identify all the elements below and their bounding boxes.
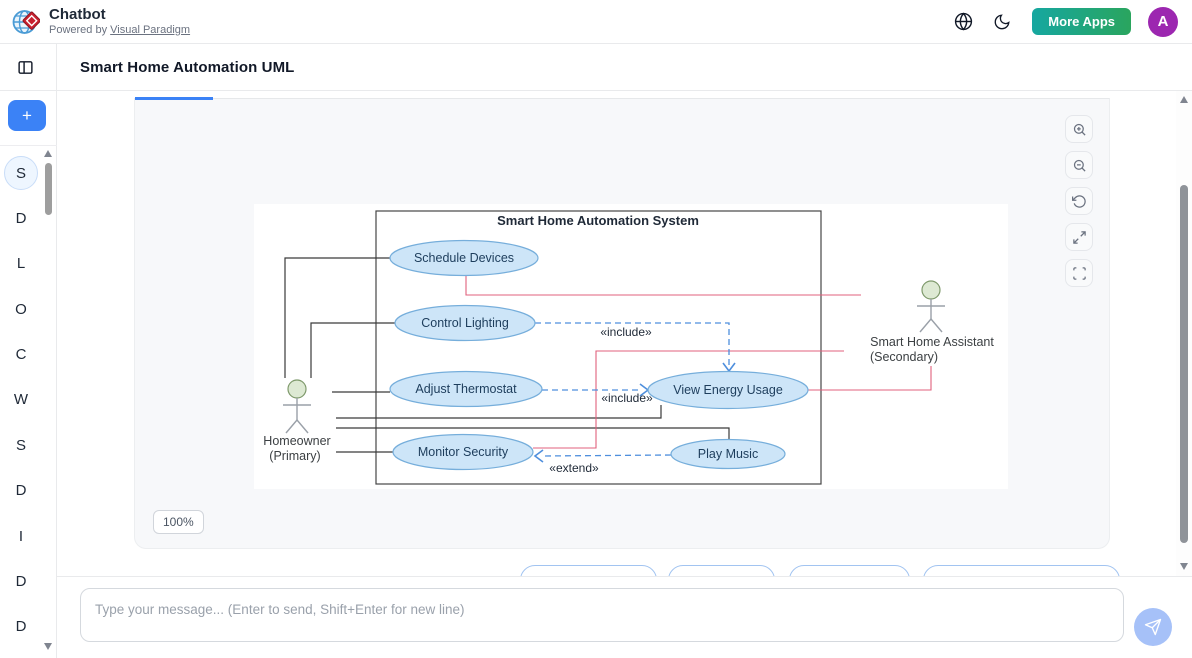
rotate-ccw-icon xyxy=(1071,194,1086,208)
page-title: Smart Home Automation UML xyxy=(80,58,295,76)
sidebar-item-8[interactable]: I xyxy=(18,527,24,545)
zoom-out-icon xyxy=(1073,159,1086,172)
sidebar-item-4[interactable]: C xyxy=(15,346,27,364)
zoom-in-icon xyxy=(1073,123,1086,136)
use-case-monitor-security: Monitor Security xyxy=(418,445,509,459)
more-apps-button[interactable]: More Apps xyxy=(1032,8,1131,35)
scroll-down-arrow[interactable] xyxy=(1179,563,1188,570)
visual-paradigm-link[interactable]: Visual Paradigm xyxy=(110,23,191,36)
use-case-schedule-devices: Schedule Devices xyxy=(414,251,514,265)
sidebar-divider xyxy=(0,145,57,146)
associations xyxy=(284,257,730,453)
app-title: Chatbot xyxy=(49,5,106,23)
sidebar-item-5[interactable]: W xyxy=(13,391,29,409)
globe-icon xyxy=(954,12,972,31)
actor-homeowner: Homeowner (Primary) xyxy=(263,379,331,463)
fullscreen-icon xyxy=(1072,266,1086,280)
actor-assistant-role: (Secondary) xyxy=(870,350,938,364)
canvas-controls xyxy=(1065,115,1093,287)
sidebar-item-7[interactable]: D xyxy=(15,482,27,500)
uml-diagram-canvas[interactable]: Smart Home Automation System xyxy=(254,204,1008,489)
zoom-out-button[interactable] xyxy=(1065,151,1093,179)
scroll-up-arrow[interactable] xyxy=(1179,96,1188,103)
use-case-view-energy-usage: View Energy Usage xyxy=(673,383,783,397)
sidebar-item-0[interactable]: S xyxy=(4,156,38,190)
dark-mode-button[interactable] xyxy=(991,11,1013,33)
dependency-links xyxy=(535,322,730,457)
sidebar: + S D L O C W S D I D D xyxy=(0,44,57,658)
send-button[interactable] xyxy=(1134,608,1172,646)
expand-button[interactable] xyxy=(1065,223,1093,251)
use-case-play-music: Play Music xyxy=(698,447,758,461)
use-case-control-lighting: Control Lighting xyxy=(421,316,509,330)
suggestion-chip-1[interactable] xyxy=(520,565,657,576)
sidebar-item-9[interactable]: D xyxy=(15,573,27,591)
plus-icon: + xyxy=(22,106,32,125)
sidebar-item-6[interactable]: S xyxy=(15,436,26,454)
include-label-1: «include» xyxy=(600,325,652,339)
toolbar: Smart Home Automation UML xyxy=(57,44,1192,91)
brand-block: Chatbot Powered by Visual Paradigm xyxy=(49,7,190,36)
zoom-in-button[interactable] xyxy=(1065,115,1093,143)
actor-homeowner-role: (Primary) xyxy=(269,449,320,463)
active-tab-indicator xyxy=(135,97,213,100)
actor-relations-red xyxy=(465,275,932,449)
use-case-diagram: Smart Home Automation System xyxy=(263,210,994,485)
sidebar-item-2[interactable]: L xyxy=(16,255,26,273)
panel-toggle-icon xyxy=(17,60,33,74)
new-chat-button[interactable]: + xyxy=(8,100,46,131)
paper-plane-icon xyxy=(1144,618,1162,636)
sidebar-head xyxy=(0,44,56,91)
expand-arrows-icon xyxy=(1072,230,1086,244)
page-scrollbar-thumb[interactable] xyxy=(1180,185,1188,543)
use-case-adjust-thermostat: Adjust Thermostat xyxy=(415,382,517,396)
sidebar-scroll-down-arrow[interactable] xyxy=(44,643,52,650)
fullscreen-button[interactable] xyxy=(1065,259,1093,287)
avatar[interactable]: A xyxy=(1148,6,1178,37)
sidebar-scroll-up-arrow[interactable] xyxy=(44,150,52,157)
sidebar-item-10[interactable]: D xyxy=(15,618,27,636)
powered-by: Powered by Visual Paradigm xyxy=(49,23,191,36)
sidebar-item-3[interactable]: O xyxy=(15,300,27,318)
chat-list: S D L O C W S D I D D xyxy=(4,156,38,644)
reset-view-button[interactable] xyxy=(1065,187,1093,215)
suggestion-chip-4[interactable] xyxy=(923,565,1120,576)
system-title: Smart Home Automation System xyxy=(497,213,699,228)
sidebar-item-1[interactable]: D xyxy=(15,209,27,227)
actor-smart-home-assistant: Smart Home Assistant (Secondary) xyxy=(870,280,994,364)
actor-homeowner-name: Homeowner xyxy=(263,434,330,448)
toggle-sidebar-button[interactable] xyxy=(15,57,35,77)
language-button[interactable] xyxy=(952,11,974,33)
zoom-level-badge: 100% xyxy=(153,510,204,534)
use-cases: Schedule Devices Control Lighting Adjust… xyxy=(389,239,809,471)
chat-response-panel: Smart Home Automation System xyxy=(134,97,1110,549)
message-composer xyxy=(0,576,1192,658)
actor-assistant-name: Smart Home Assistant xyxy=(870,335,994,349)
moon-icon xyxy=(994,13,1010,29)
visual-paradigm-logo-icon[interactable] xyxy=(12,8,40,36)
page-scrollbar[interactable] xyxy=(1176,91,1192,576)
include-label-2: «include» xyxy=(601,391,653,405)
suggestion-chip-3[interactable] xyxy=(789,565,910,576)
suggestion-chips-row xyxy=(0,565,1192,576)
sidebar-scrollbar-thumb[interactable] xyxy=(45,163,52,215)
extend-label: «extend» xyxy=(549,461,599,475)
message-input[interactable] xyxy=(80,588,1124,642)
app-header: Chatbot Powered by Visual Paradigm More … xyxy=(0,0,1192,44)
suggestion-chip-2[interactable] xyxy=(668,565,775,576)
